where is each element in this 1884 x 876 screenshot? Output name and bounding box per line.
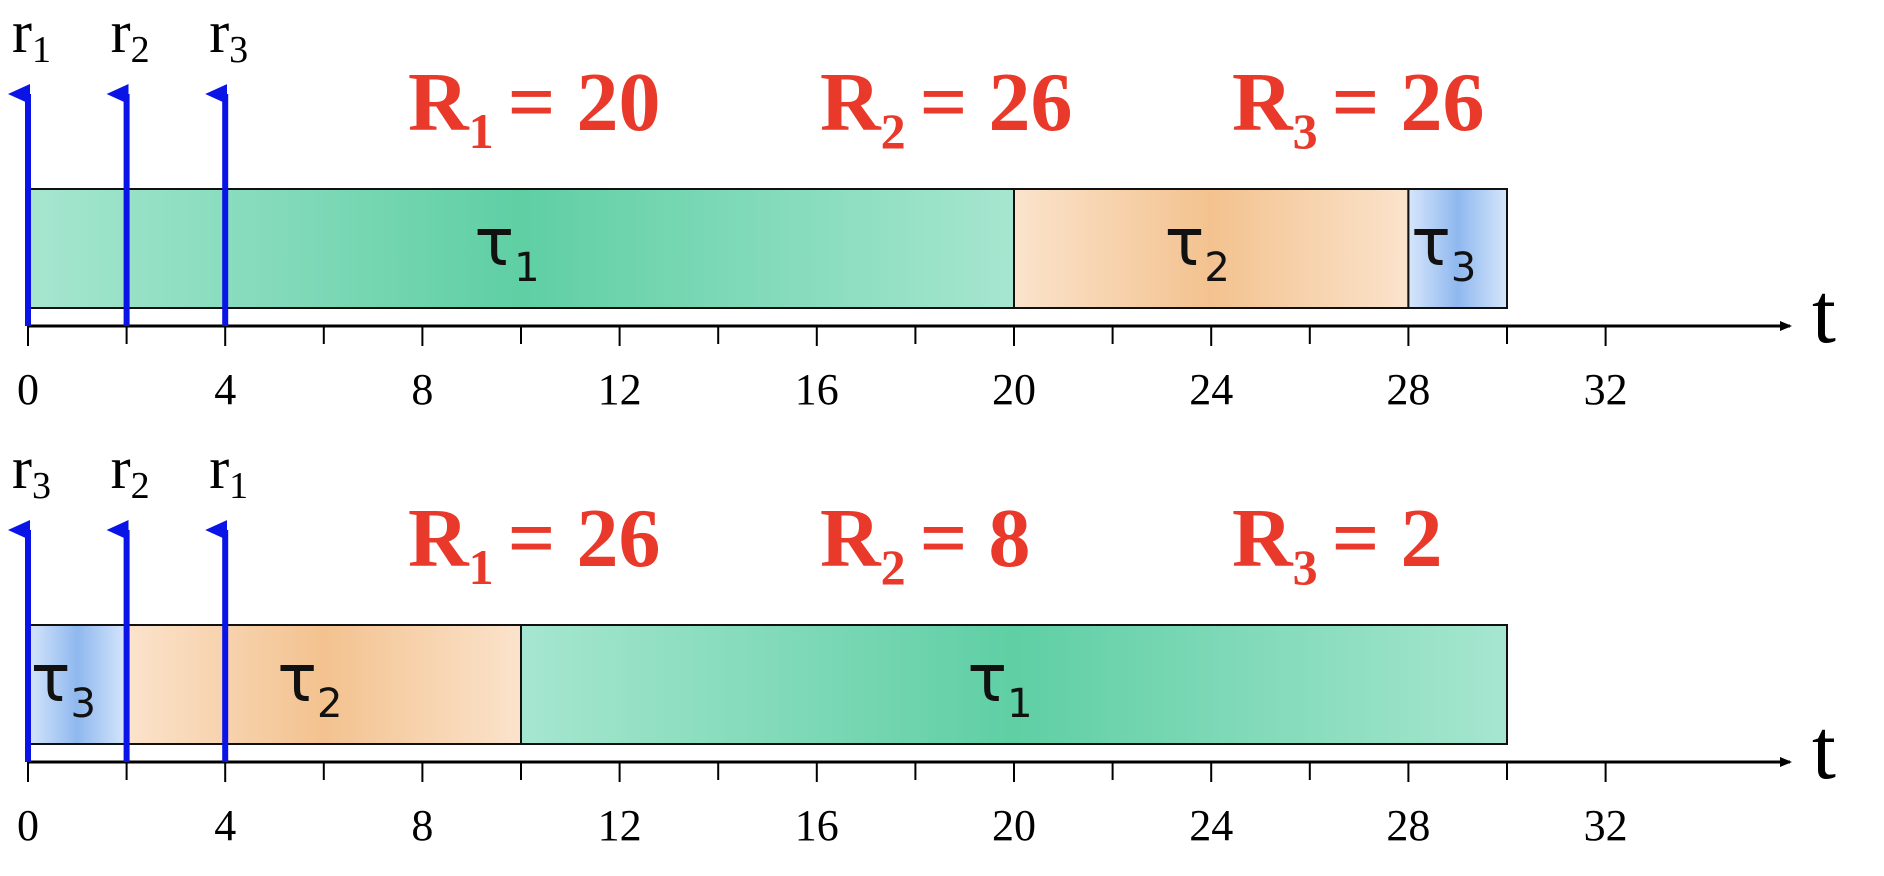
tick-label-28: 28 [1386, 801, 1430, 850]
task-bar-tau-1 [27, 188, 1015, 309]
task-label-tau-2: τ2 [1165, 204, 1230, 291]
tick-label-24: 24 [1189, 801, 1233, 850]
tick-label-32: 32 [1584, 365, 1628, 414]
task-label-tau-1: τ1 [474, 204, 539, 291]
release-label-r2: r2 [111, 435, 150, 507]
tick-label-8: 8 [411, 365, 433, 414]
tick-label-4: 4 [214, 801, 236, 850]
release-label-r1: r1 [12, 0, 51, 71]
task-label-tau-1: τ1 [967, 640, 1032, 727]
task-bar-tau-3 [1407, 188, 1509, 309]
tick-label-32: 32 [1584, 801, 1628, 850]
task-bar-tau-1 [520, 624, 1508, 745]
tick-label-24: 24 [1189, 365, 1233, 414]
tick-label-12: 12 [598, 365, 642, 414]
response-time-R1: R1= 26 [408, 492, 661, 595]
release-label-r3: r3 [12, 435, 51, 507]
tick-label-20: 20 [992, 365, 1036, 414]
task-label-tau-3: τ3 [1411, 204, 1476, 291]
task-bar-tau-2 [125, 624, 522, 745]
task-label-tau-2: τ2 [277, 640, 342, 727]
release-label-r3: r3 [209, 0, 248, 71]
response-time-R3: R3= 2 [1232, 492, 1443, 595]
response-time-R3: R3= 26 [1232, 56, 1485, 159]
task-bar-tau-3 [27, 624, 128, 745]
tick-label-16: 16 [795, 801, 839, 850]
response-time-R2: R2= 26 [820, 56, 1073, 159]
response-time-R1: R1= 20 [408, 56, 661, 159]
release-label-r1: r1 [209, 435, 248, 507]
tick-label-4: 4 [214, 365, 236, 414]
task-label-tau-3: τ3 [31, 640, 96, 727]
release-label-r2: r2 [111, 0, 150, 71]
time-axis-label: t [1812, 701, 1836, 797]
tick-label-0: 0 [17, 365, 39, 414]
tick-label-0: 0 [17, 801, 39, 850]
tick-label-12: 12 [598, 801, 642, 850]
response-time-R2: R2= 8 [820, 492, 1031, 595]
tick-label-8: 8 [411, 801, 433, 850]
tick-label-20: 20 [992, 801, 1036, 850]
tick-label-16: 16 [795, 365, 839, 414]
tick-label-28: 28 [1386, 365, 1430, 414]
time-axis-label: t [1812, 265, 1836, 361]
